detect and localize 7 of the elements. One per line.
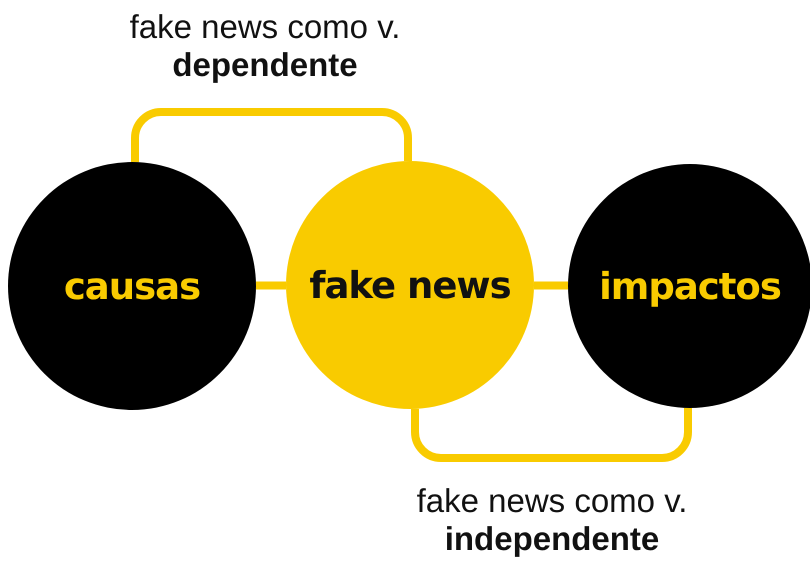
node-label: impactos (599, 264, 781, 308)
node-label: causas (64, 264, 200, 308)
node-label: fake news (309, 264, 511, 306)
connector-line (411, 408, 692, 462)
connector-line (534, 282, 568, 290)
connector-line (256, 282, 286, 290)
connector-line (131, 108, 412, 162)
